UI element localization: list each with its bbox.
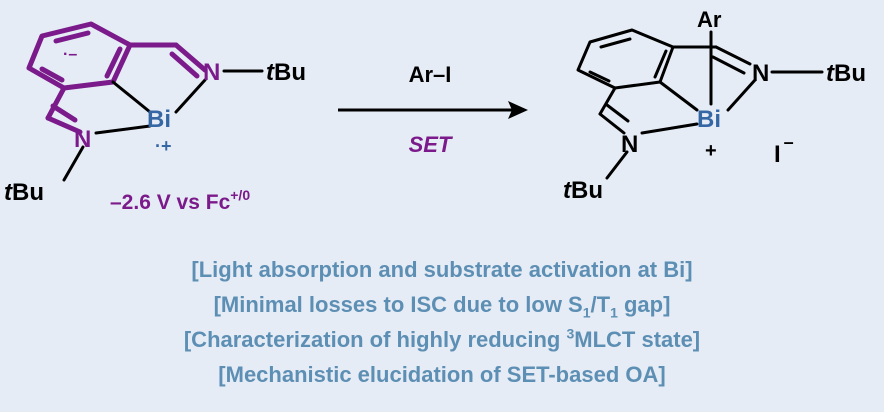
right-imine-top-double-b [711, 55, 746, 75]
right-imine-bottom-single [598, 86, 617, 116]
reagent-label: Ar–I [409, 62, 452, 87]
left-n-tbu-bond-left [62, 145, 85, 182]
right-aryl-ring [576, 28, 675, 90]
left-n-bi-bond-top [174, 78, 207, 114]
right-n-bi-bond-bottom [640, 122, 699, 135]
right-n-bi-bond-top [726, 78, 757, 112]
right-tbu-right: tBu [826, 60, 866, 87]
left-aryl-ring [26, 21, 133, 91]
caption-line-3: [Characterization of highly reducing 3ML… [183, 325, 701, 352]
left-n-bi-bond-bottom [94, 124, 152, 135]
left-bismuth-charge: ·+ [155, 136, 172, 156]
right-n-bottom: N [621, 131, 638, 158]
reduction-potential: –2.6 V vs Fc+/0 [110, 187, 250, 214]
left-tbu-right: tBu [266, 59, 306, 86]
right-imine-bottom-double-b [605, 103, 630, 123]
right-tbu-left: tBu [563, 177, 603, 204]
left-tbu-left: tBu [4, 179, 44, 206]
right-molecule: Ar N N Bi + tBu tBu I– [563, 7, 866, 204]
left-c-bi-bond [111, 80, 152, 114]
reaction-arrow: Ar–I SET [338, 62, 528, 157]
right-imine-top-double-a [714, 45, 752, 66]
caption-line-4: [Mechanistic elucidation of SET-based OA… [218, 362, 666, 387]
right-bismuth-charge: + [705, 140, 717, 162]
iodide-counterion: I– [774, 132, 794, 168]
caption-block: [Light absorption and substrate activati… [0, 252, 884, 392]
right-imine-bottom-double-a [598, 112, 626, 135]
left-ring-charge: ·– [63, 46, 77, 63]
right-bismuth: Bi [697, 106, 721, 133]
right-n-top: N [752, 60, 769, 87]
set-label: SET [409, 132, 453, 157]
caption-line-2: [Minimal losses to ISC due to low S1/T1 … [213, 292, 671, 321]
left-n-bottom: N [74, 126, 91, 153]
left-imine-bottom [45, 85, 83, 135]
left-imine-top [127, 42, 208, 79]
caption-line-1: [Light absorption and substrate activati… [191, 257, 693, 282]
left-molecule: ·– N N Bi ·+ tBu tBu –2.6 V vs Fc+/0 [4, 21, 306, 214]
right-c-bi-bond [658, 80, 699, 112]
left-bismuth: Bi [147, 106, 171, 133]
right-aryl-group: Ar [697, 7, 722, 32]
right-n-tbu-bond-left [605, 150, 629, 180]
left-n-top: N [203, 59, 220, 86]
